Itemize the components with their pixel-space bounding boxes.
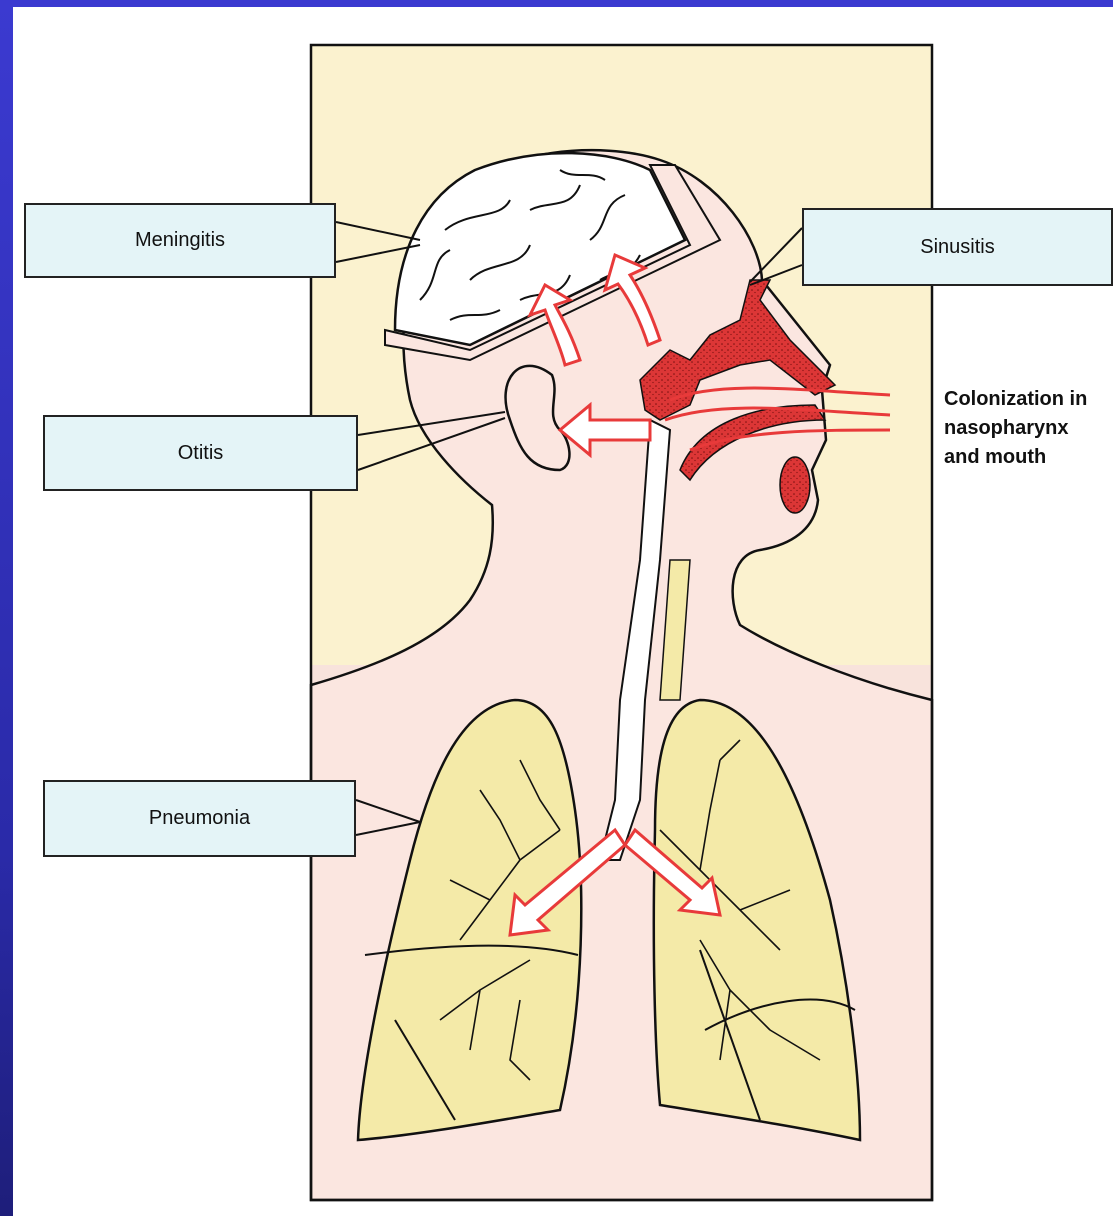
pneumonia-label: Pneumonia bbox=[149, 807, 250, 830]
meningitis-label: Meningitis bbox=[135, 229, 225, 252]
colonization-label: Colonization in nasopharynx and mouth bbox=[944, 385, 1113, 472]
pneumonia-label-box: Pneumonia bbox=[43, 780, 356, 857]
meningitis-label-box: Meningitis bbox=[24, 203, 336, 278]
sinusitis-label-box: Sinusitis bbox=[802, 208, 1113, 286]
otitis-label-box: Otitis bbox=[43, 415, 358, 491]
tonsil-inflammation bbox=[780, 457, 810, 513]
sinusitis-label: Sinusitis bbox=[920, 236, 994, 259]
otitis-label: Otitis bbox=[178, 442, 224, 465]
